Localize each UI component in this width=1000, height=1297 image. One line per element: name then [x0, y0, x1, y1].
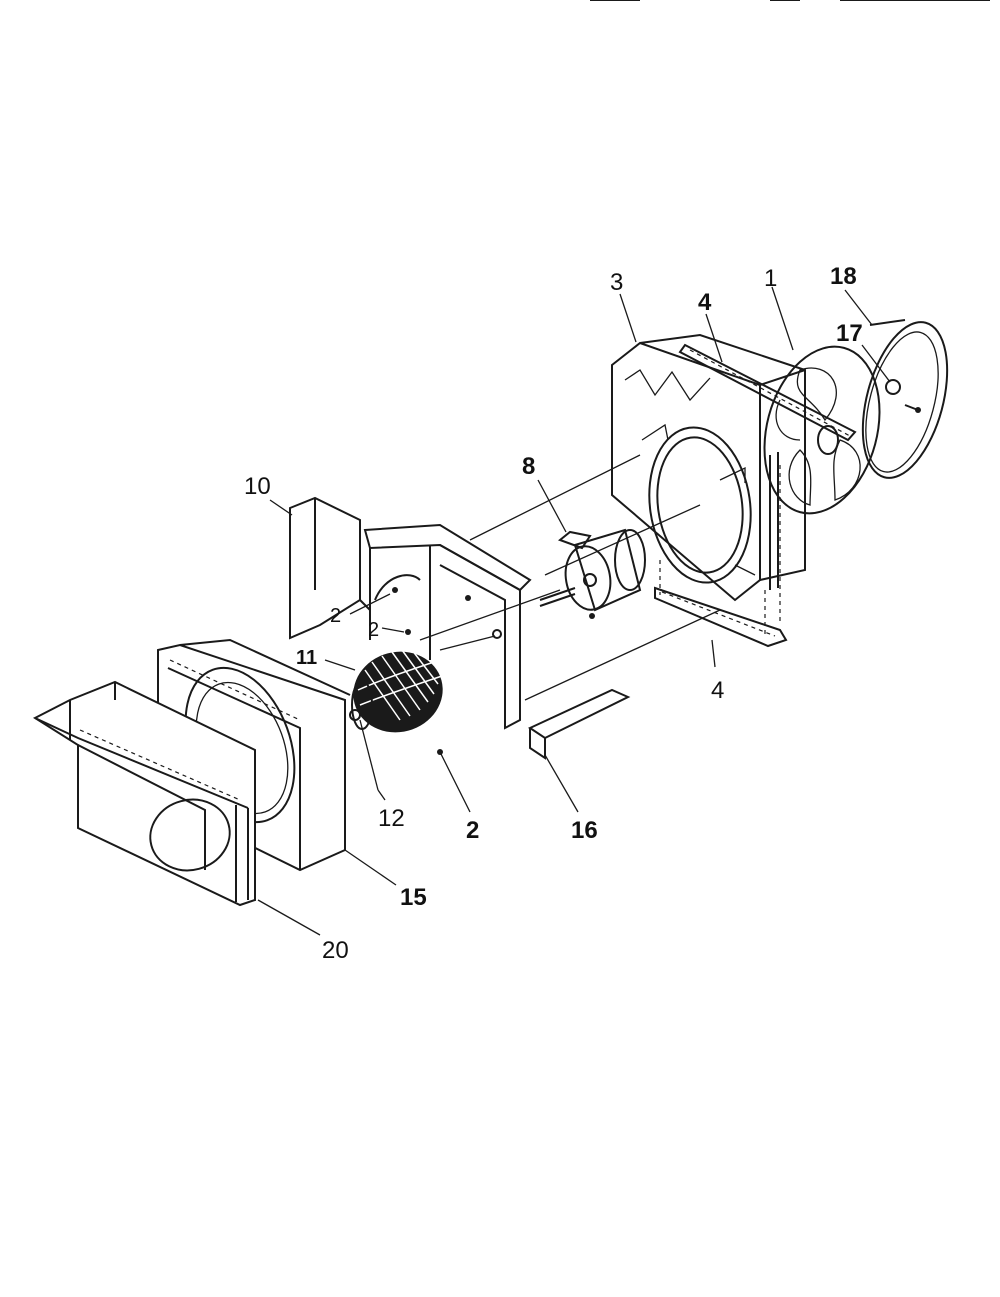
part-16-drain-bracket	[527, 688, 631, 760]
assembly-guide-lines	[419, 454, 721, 701]
label-part-3: 3	[610, 269, 623, 296]
part-20-front-grille	[32, 680, 256, 907]
label-part-17: 17	[836, 320, 863, 347]
label-part-15: 15	[400, 884, 427, 911]
label-part-2-b: 2	[368, 619, 379, 641]
part-3-shroud-panel	[611, 333, 806, 602]
alignment-lines-shroud	[659, 465, 781, 635]
part-1-fan-blade	[763, 345, 881, 515]
part-11-blower-wheel	[351, 649, 443, 733]
label-part-2-a: 2	[330, 605, 341, 627]
part-12-hub	[349, 709, 379, 791]
label-part-12: 12	[378, 805, 405, 832]
part-labels: 1 18 3 4 17 8 10 2 2 11 4 12 2 16 15 20	[244, 263, 863, 964]
part-8-fan-motor	[539, 528, 646, 619]
part-18-rear-cover	[861, 319, 949, 479]
label-part-10: 10	[244, 473, 271, 500]
leader-lines	[257, 286, 891, 936]
part-4-top-bracket	[678, 343, 857, 442]
part-17-nut	[885, 379, 921, 413]
label-part-18: 18	[830, 263, 857, 290]
label-part-2-c: 2	[466, 817, 479, 844]
label-part-16: 16	[571, 817, 598, 844]
label-part-20: 20	[322, 937, 349, 964]
part-10-blower-housing	[289, 496, 532, 730]
label-part-4-top: 4	[698, 289, 712, 316]
label-part-4-bottom: 4	[711, 677, 724, 704]
label-part-11: 11	[296, 647, 317, 669]
label-part-1: 1	[764, 265, 777, 292]
label-part-8: 8	[522, 453, 535, 480]
part-4-bottom-bracket	[654, 586, 788, 648]
